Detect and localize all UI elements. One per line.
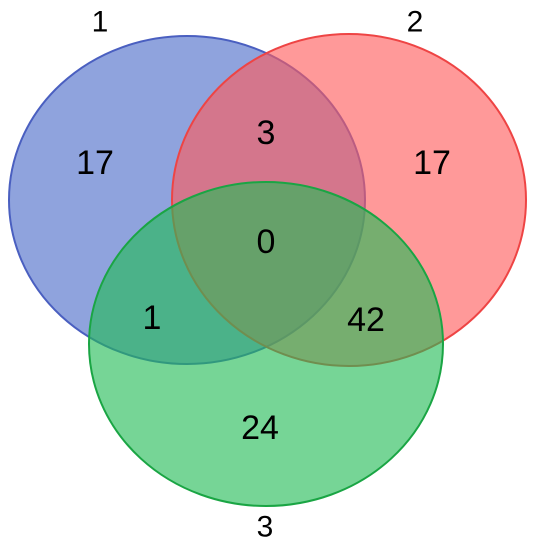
set-2-label: 2 [407, 6, 424, 39]
region-only-2-count: 17 [413, 144, 451, 182]
region-1-3-count: 1 [143, 299, 162, 337]
set-3-label: 3 [257, 511, 274, 544]
set-1-label: 1 [92, 6, 109, 39]
region-1-2-count: 3 [257, 114, 276, 152]
region-only-3-count: 24 [241, 409, 279, 447]
set-3-circle [88, 181, 444, 507]
region-2-3-count: 42 [347, 301, 385, 339]
region-1-2-3-count: 0 [257, 223, 276, 261]
region-only-1-count: 17 [76, 144, 114, 182]
